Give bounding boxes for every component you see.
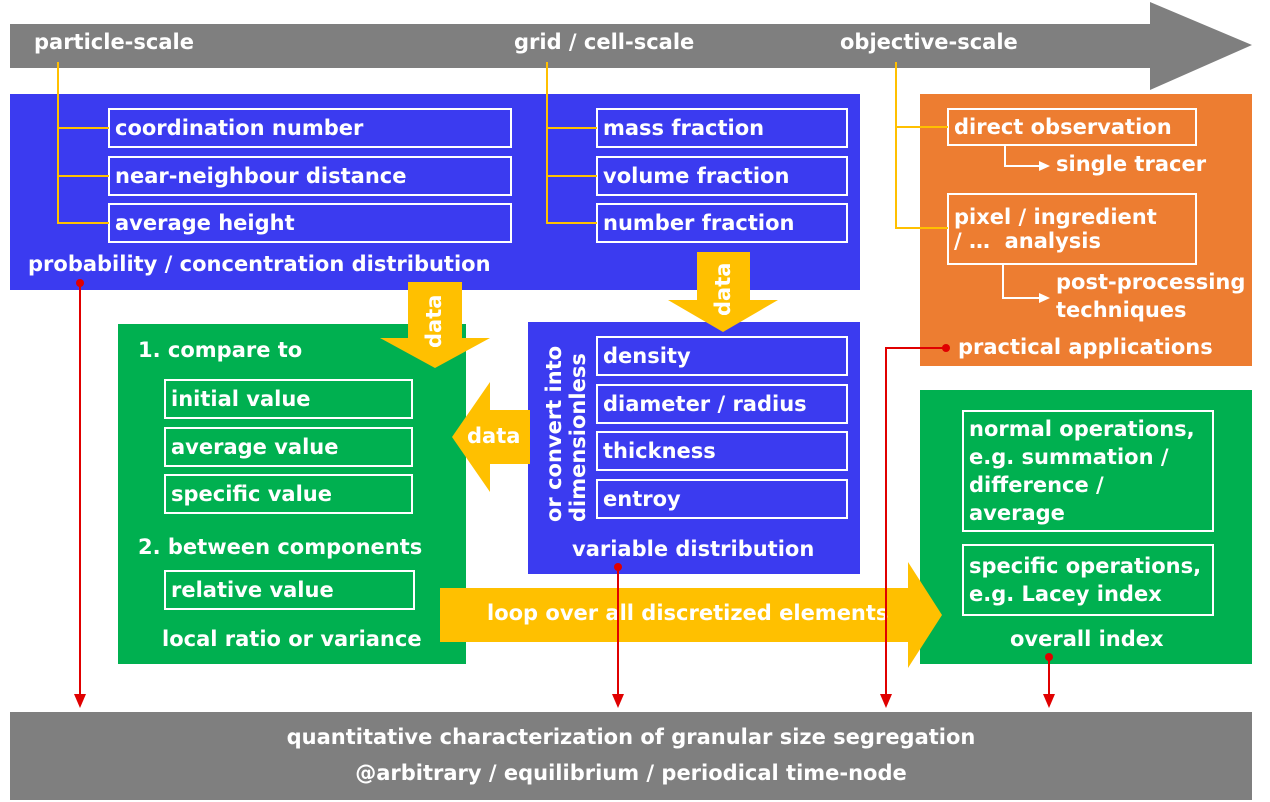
average-height-box: average height: [108, 203, 512, 243]
variable-panel: [528, 322, 860, 574]
grid-connector-h3: [546, 222, 597, 224]
local-ratio-label: local ratio or variance: [162, 627, 422, 651]
initial-value-box: initial value: [164, 379, 413, 419]
single-tracer-label: single tracer: [1056, 152, 1207, 176]
practical-applications-label: practical applications: [958, 335, 1213, 359]
variable-distribution-label: variable distribution: [572, 537, 815, 561]
thickness-box: thickness: [596, 431, 848, 471]
grid-scale-label: grid / cell-scale: [514, 30, 695, 54]
loop-arrow: [440, 562, 942, 668]
direct-observation-box: direct observation: [947, 108, 1197, 146]
grid-connector-h1: [546, 127, 597, 129]
result-line1: quantitative characterization of granula…: [286, 725, 976, 749]
pixel-analysis-line1: pixel / ingredient: [954, 205, 1157, 229]
specific-value-box: specific value: [164, 474, 413, 514]
between-components-heading: 2. between components: [138, 535, 423, 559]
data-down-left-arrow: [380, 282, 490, 368]
specific-operations-box: specific operations, e.g. Lacey index: [962, 544, 1214, 616]
entroy-box: entroy: [596, 479, 848, 519]
objective-connector-h1: [895, 126, 948, 128]
density-box: density: [596, 336, 848, 376]
particle-connector-vertical: [57, 62, 59, 224]
result-bar: [10, 712, 1252, 800]
particle-scale-label: particle-scale: [34, 30, 194, 54]
data-left-label: data: [467, 424, 521, 448]
objective-scale-label: objective-scale: [840, 30, 1018, 54]
overall-index-label: overall index: [1010, 627, 1164, 651]
result-line2: @arbitrary / equilibrium / periodical ti…: [355, 761, 907, 785]
relative-value-box: relative value: [164, 570, 415, 610]
particle-connector-h1: [57, 127, 109, 129]
normal-operations-line2: e.g. summation /: [969, 445, 1169, 469]
objective-connector-vertical: [895, 62, 897, 229]
specific-operations-line2: e.g. Lacey index: [969, 582, 1162, 606]
number-fraction-box: number fraction: [596, 203, 848, 243]
normal-operations-box: normal operations, e.g. summation / diff…: [962, 410, 1214, 532]
post-processing-line2: techniques: [1056, 298, 1187, 322]
post-processing-line1: post-processing: [1056, 270, 1246, 294]
normal-operations-line4: average: [969, 501, 1065, 525]
mass-fraction-box: mass fraction: [596, 108, 848, 148]
volume-fraction-box: volume fraction: [596, 156, 848, 196]
grid-connector-h2: [546, 175, 597, 177]
normal-operations-line1: normal operations,: [969, 417, 1195, 441]
grid-connector-vertical: [546, 62, 548, 224]
data-down-right-arrow: [668, 252, 778, 332]
near-neighbour-distance-box: near-neighbour distance: [108, 156, 512, 196]
probability-distribution-label: probability / concentration distribution: [28, 252, 491, 276]
pixel-analysis-box: pixel / ingredient / … analysis: [947, 193, 1197, 265]
normal-operations-line3: difference /: [969, 473, 1104, 497]
objective-connector-h2: [895, 227, 948, 229]
loop-label: loop over all discretized elements: [487, 601, 889, 625]
coordination-number-box: coordination number: [108, 108, 512, 148]
particle-connector-h2: [57, 175, 109, 177]
pixel-analysis-line2: / … analysis: [954, 229, 1101, 253]
specific-operations-line1: specific operations,: [969, 554, 1202, 578]
index-panel: [920, 390, 1252, 664]
average-value-box: average value: [164, 427, 413, 467]
diameter-radius-box: diameter / radius: [596, 384, 848, 424]
data-left-arrow: [452, 382, 530, 492]
compare-to-heading: 1. compare to: [138, 338, 303, 362]
particle-connector-h3: [57, 222, 109, 224]
